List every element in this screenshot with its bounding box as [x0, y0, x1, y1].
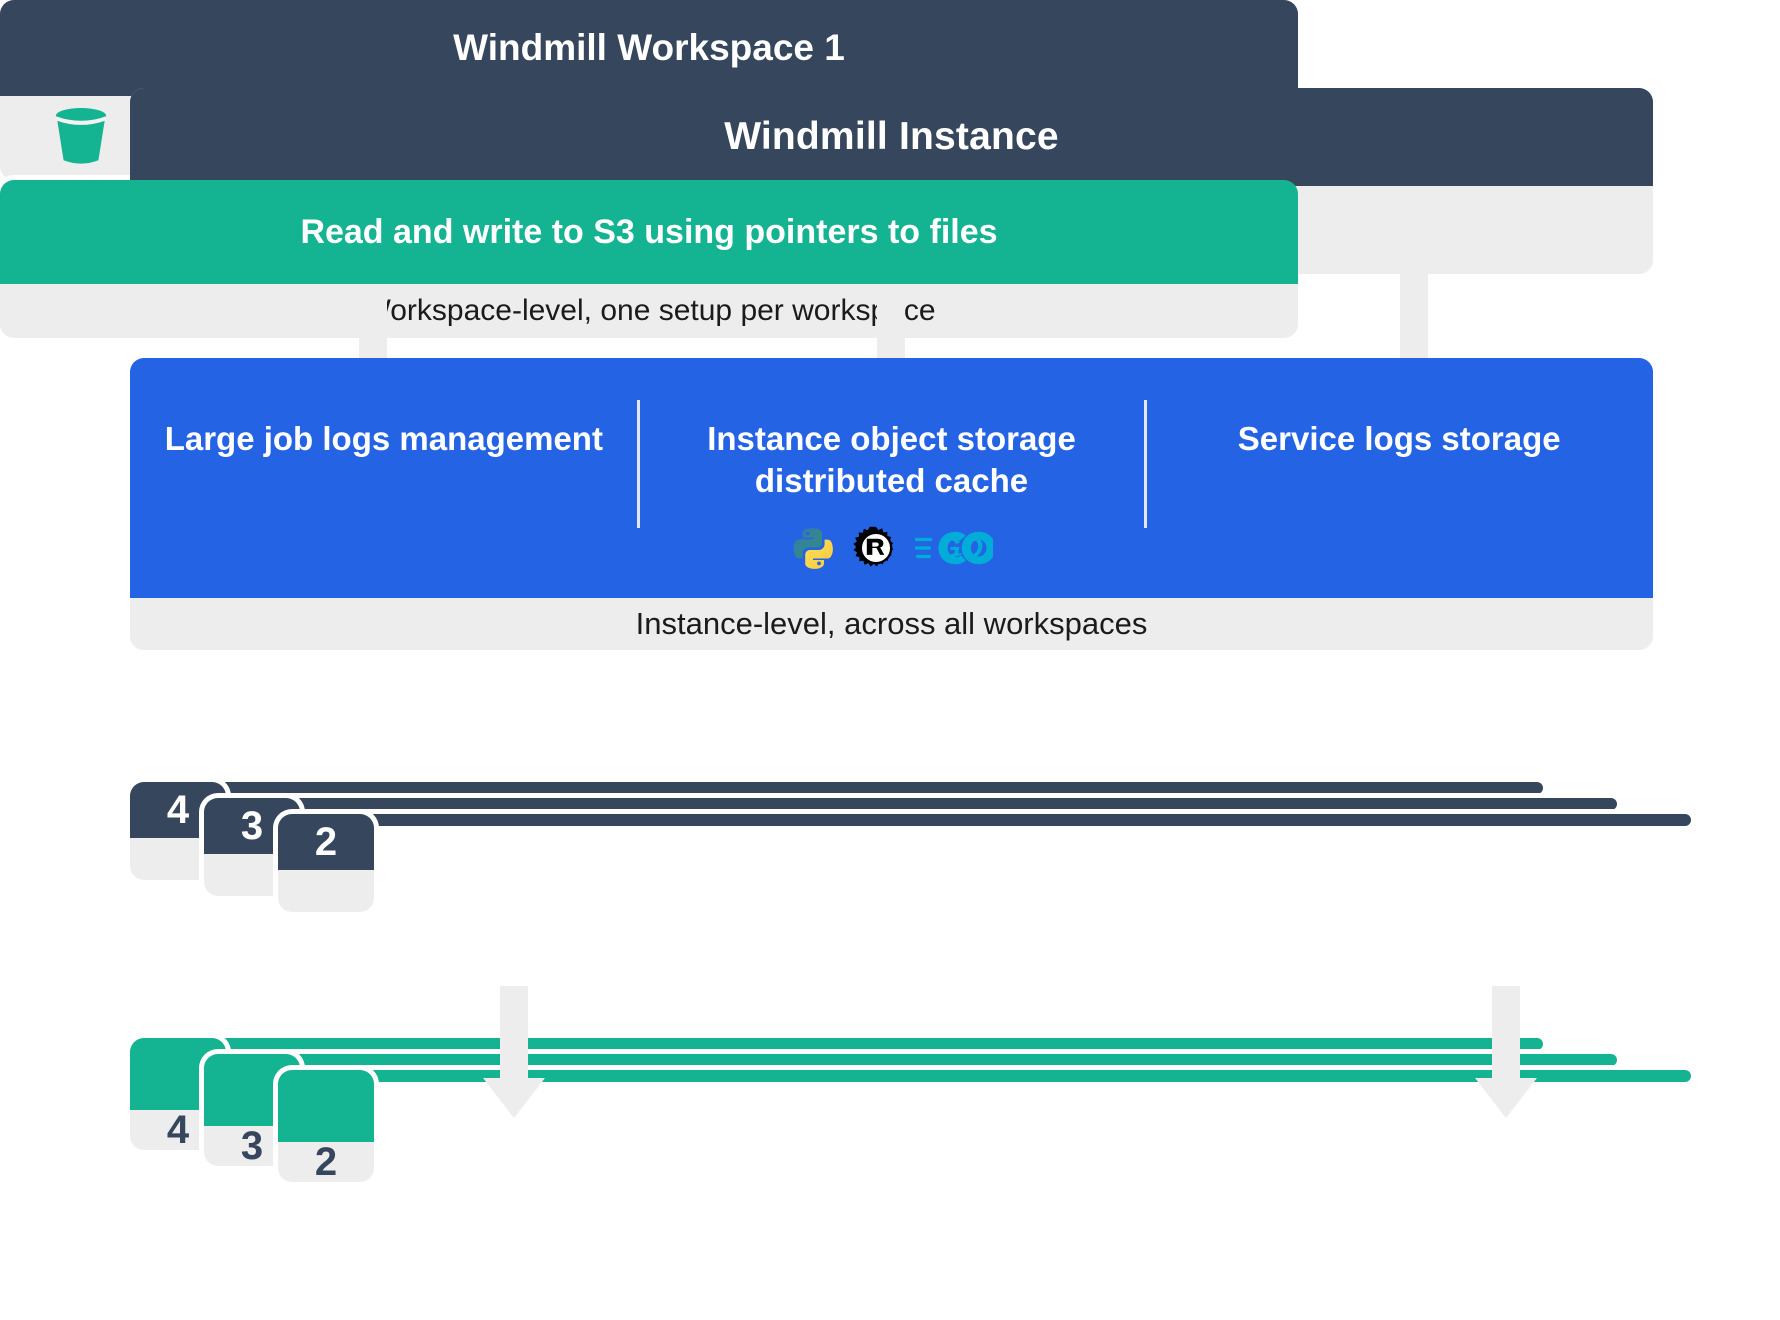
language-icons: GO [791, 522, 993, 574]
feature-large-job-logs: Large job logs management [130, 358, 638, 460]
arrow-down-icon-read-left [483, 986, 545, 1122]
feature-title: Instance object storage distributed cach… [707, 420, 1076, 500]
python-icon [791, 525, 837, 571]
green-stack-sliver-3 [204, 1054, 1617, 1066]
green-stack-number: 4 [166, 1108, 190, 1150]
workspace-s3-banner: Read and write to S3 using pointers to f… [0, 180, 1298, 284]
workspace-stack-sliver-4 [130, 782, 1543, 794]
workspace-s3-card: Read and write to S3 using pointers to f… [0, 180, 1298, 338]
green-stack-sliver-2 [278, 1070, 1691, 1082]
go-icon: GO [914, 528, 993, 568]
arrow-down-icon-read-right [1475, 986, 1537, 1122]
green-stack-number: 3 [240, 1124, 264, 1166]
green-stack-sliver-4 [130, 1038, 1543, 1050]
workspace-stack-number: 2 [314, 820, 338, 864]
instance-features-card: Large job logs management Instance objec… [130, 358, 1653, 650]
workspace-stack-sliver-3 [204, 798, 1617, 810]
instance-features-row: Large job logs management Instance objec… [130, 358, 1653, 598]
feature-title: Service logs storage [1237, 420, 1561, 457]
rust-icon [852, 525, 899, 571]
instance-title: Windmill Instance [130, 88, 1653, 186]
green-stack-card-2[interactable]: 2 [278, 1070, 374, 1182]
instance-scope-footer: Instance-level, across all workspaces [130, 598, 1653, 650]
svg-text:GO: GO [938, 533, 982, 565]
workspace-stack-number: 4 [166, 788, 190, 832]
workspace-stack-card-2[interactable]: 2 [278, 814, 374, 912]
workspace-title: Windmill Workspace 1 [0, 0, 1298, 96]
feature-title: Large job logs management [164, 420, 603, 457]
bucket-icon-green [52, 107, 112, 169]
workspace-scope-footer: Workspace-level, one setup per workspace [0, 284, 1298, 338]
workspace-stack-sliver-2 [278, 814, 1691, 826]
column-divider [1144, 400, 1148, 528]
green-stack-number: 2 [314, 1140, 338, 1182]
column-divider [636, 400, 640, 528]
feature-distributed-cache: Instance object storage distributed cach… [638, 358, 1146, 574]
workspace-stack-number: 3 [240, 804, 264, 848]
feature-service-logs: Service logs storage [1145, 358, 1653, 460]
